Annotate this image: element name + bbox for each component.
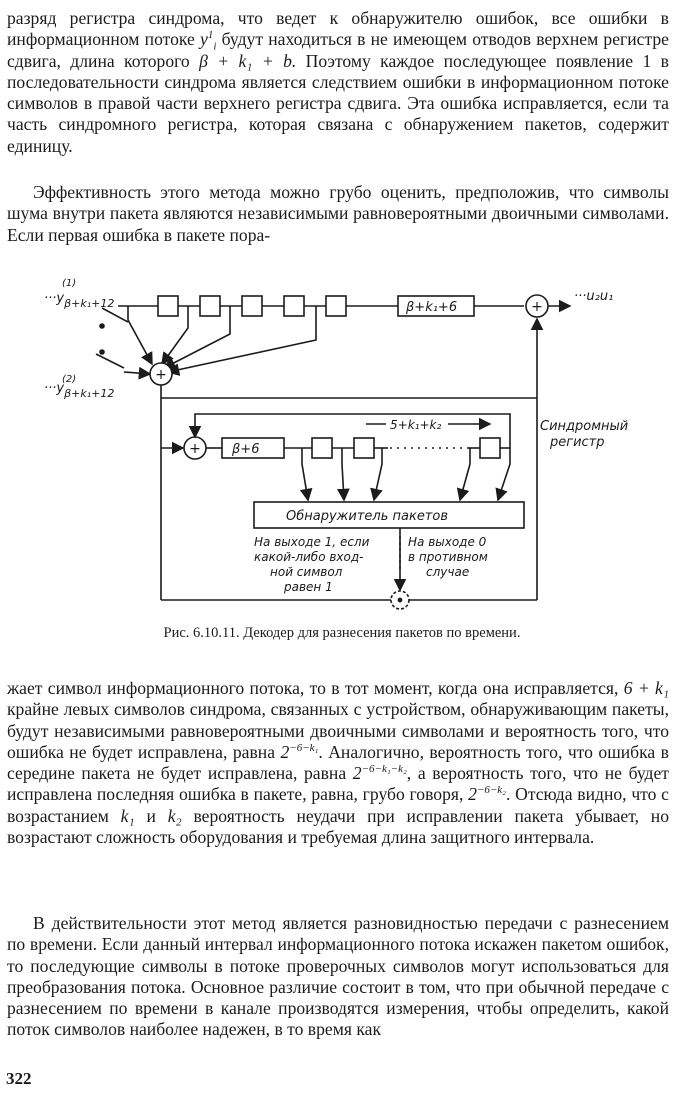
p1-text-b: будут находиться в не имеющем отводов ве… (7, 29, 669, 71)
span-label: 5+k₁+k₂ (390, 418, 441, 432)
p1-text-c: Поэтому каждое последующее появление 1 в… (7, 50, 669, 156)
upper-long-cell (397, 295, 475, 317)
upper-cell-5 (325, 295, 347, 317)
input-1-label: ···yβ+k₁+12 (44, 291, 114, 310)
lower-input-line (123, 366, 152, 380)
switch-contact-2 (99, 349, 105, 355)
tap-1 (161, 306, 189, 366)
switch-contact-1 (99, 323, 105, 329)
p3-k2: k₂ (167, 805, 182, 826)
syndrome-feedback (188, 413, 511, 448)
syndrome-label-2: регистр (549, 435, 605, 450)
output-label: ···u₂u₁ (574, 289, 613, 304)
adder-output (525, 294, 549, 318)
p3-formula-1: 6 + k₁ (623, 678, 669, 698)
p1-variable: y1i (200, 29, 217, 53)
switch-arm-lower (95, 353, 125, 369)
syndrome-label-1: Синдромный (540, 419, 628, 434)
detector-tap-3 (370, 448, 383, 502)
detector-box (253, 501, 525, 529)
detector-label: Обнаружитель пакетов (286, 509, 448, 524)
input-2-sup: (2) (62, 374, 76, 385)
lower-cell-last (479, 437, 501, 459)
decoder-figure: ···yβ+k₁+12 (1) ···yβ+k₁+12 (2) ···u₂u₁ … (40, 268, 680, 620)
p1-text: разряд регистра синдрома, что ведет к об… (7, 8, 669, 50)
detector-tap-2 (336, 448, 350, 502)
adder-syndrome-plus: + (189, 441, 201, 457)
adder-input-plus: + (155, 367, 167, 383)
upper-cell-4 (283, 295, 305, 317)
tap-2 (162, 306, 231, 369)
tap-0 (127, 306, 153, 366)
p3-exp-1: 2−6−k₁ (280, 741, 319, 762)
lower-cell-2 (353, 437, 375, 459)
paragraph-3: жает символ информационного потока, то в… (7, 678, 670, 848)
detector-tap-4 (456, 448, 471, 502)
p3-k1: k₁ (120, 805, 135, 826)
decoder-diagram: ···yβ+k₁+12 (1) ···yβ+k₁+12 (2) ···u₂u₁ … (44, 278, 628, 610)
upper-cell-3 (241, 295, 263, 317)
out1-line-2: какой-либо вход- (254, 550, 364, 564)
p3-exp-3: 2−6−k₂ (468, 784, 506, 805)
paragraph-4: В действительности этот метод является р… (7, 913, 669, 1040)
tap-3 (166, 306, 317, 376)
detector-tap-5 (495, 448, 511, 502)
out0-line-1: На выходе 0 (408, 535, 487, 549)
paragraph-2: Эффективность этого метода можно грубо о… (7, 182, 669, 245)
p1-formula: β + k₁ + b. (199, 50, 297, 71)
out0-line-3: случае (426, 565, 469, 579)
input-2-label: ···yβ+k₁+12 (44, 381, 114, 400)
detector-tap-1 (299, 448, 313, 502)
lower-long-cell-label: β+6 (231, 442, 259, 457)
upper-cell-1 (157, 295, 179, 317)
adder-output-plus: + (531, 299, 543, 315)
lower-cell-1 (311, 437, 333, 459)
out1-line-3: ной символ (270, 565, 343, 579)
out0-line-2: в противном (408, 550, 488, 564)
upper-cell-2 (199, 295, 221, 317)
out1-line-4: равен 1 (283, 580, 333, 594)
switch-arm-upper (101, 307, 129, 323)
page-number: 322 (6, 1069, 32, 1088)
and-gate-dot (397, 597, 403, 603)
out1-line-1: На выходе 1, если (254, 535, 370, 549)
input-1-sup: (1) (62, 278, 76, 289)
paragraph-1: разряд регистра синдрома, что ведет к об… (7, 8, 669, 157)
p3-exp-2: 2−6−k₁−k₂ (352, 763, 407, 784)
figure-caption: Рис. 6.10.11. Декодер для разнесения пак… (163, 625, 521, 641)
upper-long-cell-label: β+k₁+6 (405, 300, 457, 315)
